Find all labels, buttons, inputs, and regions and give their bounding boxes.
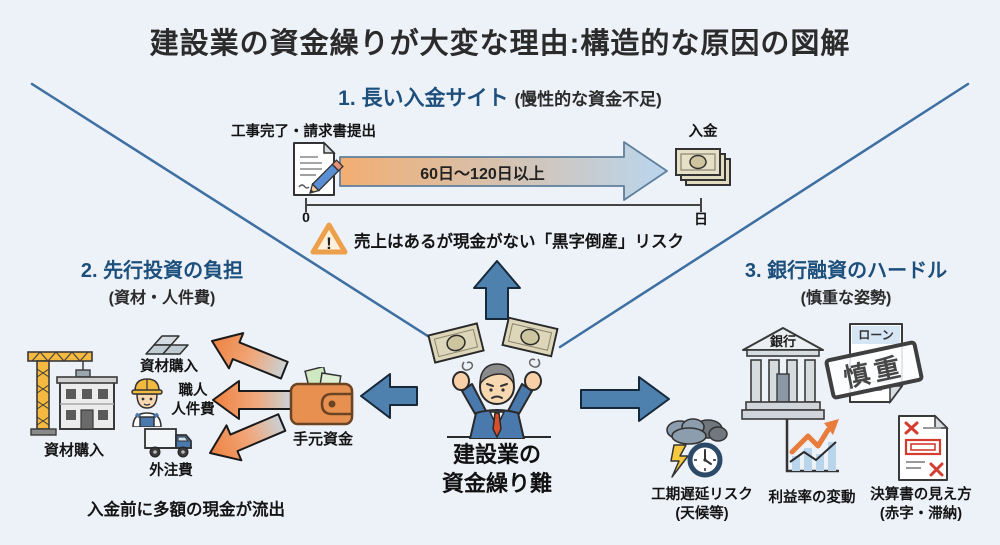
labor-cost-label: 職人 人件費 <box>160 382 226 420</box>
section3-subtitle: (慎重な姿勢) <box>800 290 892 307</box>
statement-line1: 決算書の見え方 <box>870 487 972 503</box>
loan-label: ローン <box>858 328 893 342</box>
arrow-to-materials <box>211 332 289 380</box>
section2-subtitle: (資材・人件費) <box>108 290 216 307</box>
profit-chart-icon <box>785 419 839 473</box>
svg-text:!: ! <box>326 234 332 253</box>
storm-cloud <box>666 418 707 445</box>
page-title: 建設業の資金繰りが大変な理由:構造的な原因の図解 <box>149 28 851 60</box>
section3-heading: 3. 銀行融資のハードル (慎重な姿勢) <box>726 258 966 312</box>
section3-title: 3. 銀行融資のハードル <box>744 260 948 282</box>
center-label-line1: 建設業の <box>452 442 541 467</box>
center-label-line2: 資金繰り難 <box>441 471 552 496</box>
statement-line2: (赤字・滞納) <box>879 506 963 522</box>
delay-risk-label: 工期遅延リスク (天候等) <box>646 486 758 524</box>
lightning-bolt <box>670 444 689 478</box>
materials-purchase-label: 資材購入 <box>140 359 198 375</box>
steel-bars-icon <box>145 335 189 355</box>
financial-statement-icon <box>898 414 949 481</box>
black-ink-bankruptcy-warning: 売上はあるが現金がない「黒字倒産」リスク <box>354 233 684 251</box>
wallet-icon <box>289 367 354 426</box>
worried-businessman-icon <box>452 363 542 439</box>
section2-heading: 2. 先行投資の負担 (資材・人件費) <box>52 258 272 312</box>
labor-line1: 職人 <box>178 383 208 399</box>
clock <box>687 442 723 478</box>
diagonal-line-left <box>30 82 447 349</box>
bank-label: 銀行 <box>770 334 796 349</box>
worker-icon <box>131 378 163 427</box>
timeline-start-label: 0 <box>302 209 310 225</box>
section1-title: 1. 長い入金サイト <box>338 87 509 110</box>
profit-volatility-label: 利益率の変動 <box>768 490 856 506</box>
warning-icon: ! <box>310 222 348 255</box>
arrow-left-to-wallet <box>360 373 418 419</box>
timeline-end-label: 日 <box>694 211 708 227</box>
section2-title: 2. 先行投資の負担 <box>80 260 244 282</box>
flying-money-left-icon <box>427 322 485 364</box>
money-bills-icon <box>675 148 731 186</box>
statement-appearance-label: 決算書の見え方 (赤字・滞納) <box>860 486 982 524</box>
crane-purchase-label: 資材購入 <box>43 442 104 459</box>
delay-line2: (天候等) <box>675 506 729 522</box>
subcontract-cost-label: 外注費 <box>149 463 193 479</box>
arrow-up-to-section1 <box>473 260 521 320</box>
payment-label: 入金 <box>688 124 718 140</box>
invoice-submit-label: 工事完了・請求書提出 <box>231 124 376 140</box>
duration-arrow <box>339 141 668 201</box>
cash-on-hand-label: 手元資金 <box>292 431 353 448</box>
truck-icon <box>144 428 192 458</box>
section1-heading: 1. 長い入金サイト (慢性的な資金不足) <box>0 86 1000 114</box>
delay-line1: 工期遅延リスク <box>651 487 753 503</box>
center-problem-label: 建設業の 資金繰り難 <box>427 440 567 498</box>
invoice-pencil-icon <box>293 141 344 196</box>
bank-icon: 銀行 <box>741 327 825 420</box>
section1-subtitle: (慢性的な資金不足) <box>514 90 662 109</box>
diagonal-line-right <box>558 82 970 349</box>
storm-clock-icon <box>666 418 728 478</box>
money-squiggle-left <box>461 361 474 371</box>
flying-money-right-icon <box>501 316 559 358</box>
crane-building-icon <box>27 351 118 436</box>
money-squiggle-right <box>528 358 541 368</box>
cash-outflow-note: 入金前に多額の現金が流出 <box>87 501 285 519</box>
arrow-right-to-section3 <box>580 376 670 422</box>
duration-label: 60日〜120日以上 <box>420 166 545 183</box>
arrow-to-subcontract <box>209 413 287 462</box>
labor-line2: 人件費 <box>171 402 215 418</box>
